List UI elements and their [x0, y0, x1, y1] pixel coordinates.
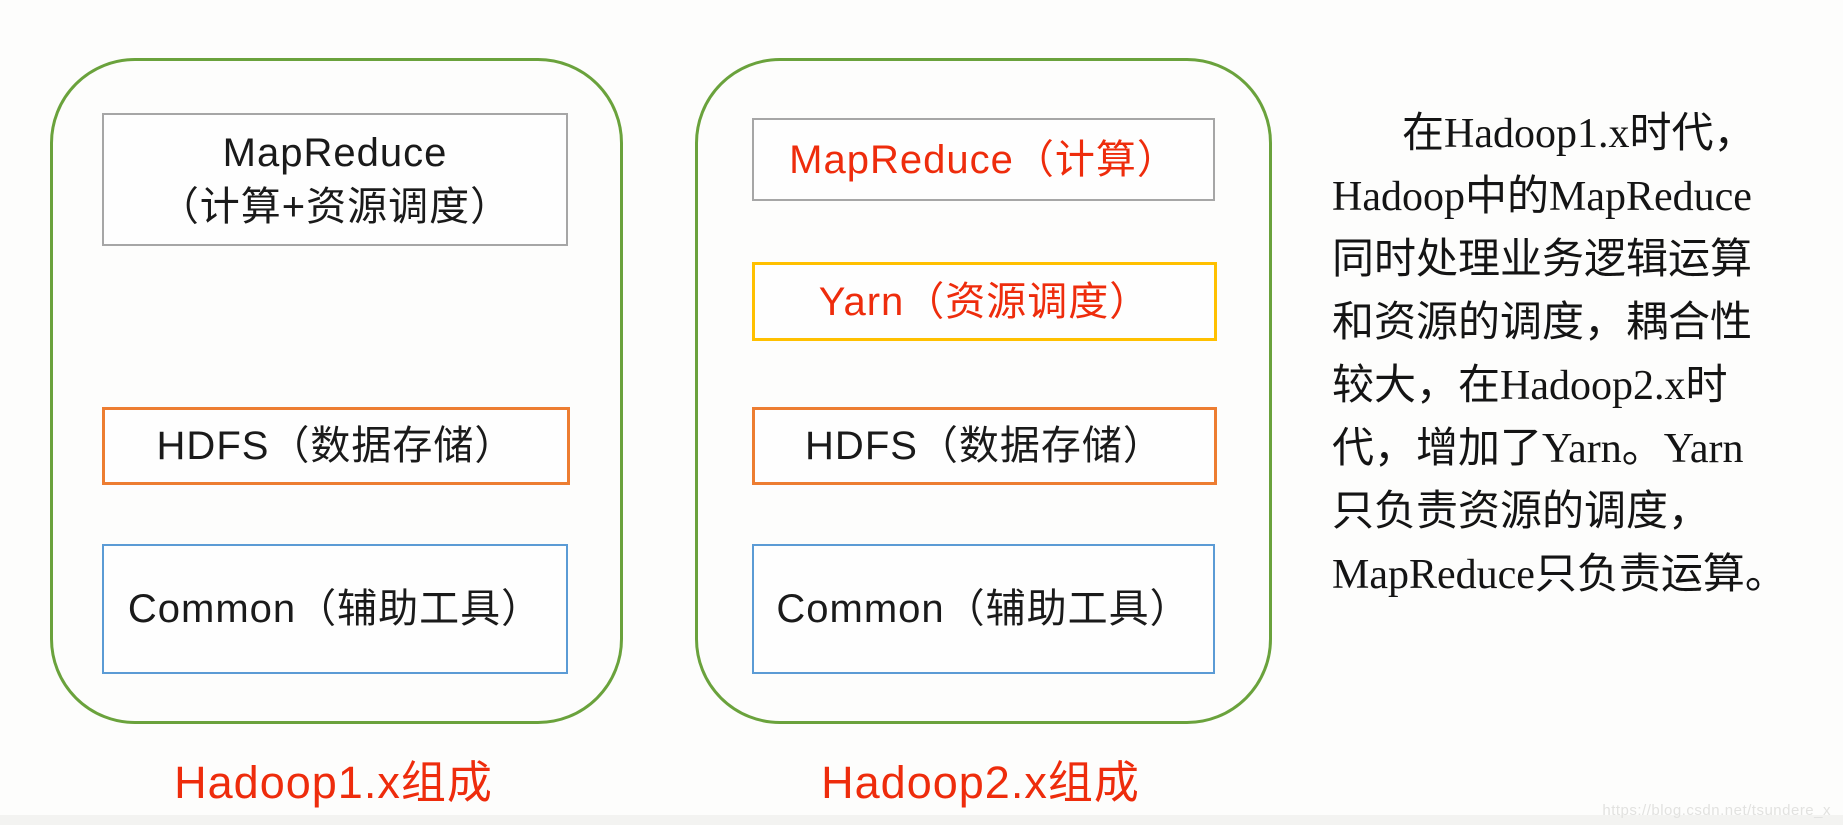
box-hadoop2x-mapreduce: MapReduce（计算） — [752, 118, 1215, 201]
box-hadoop1x-mapreduce: MapReduce （计算+资源调度） — [102, 113, 568, 246]
box-hadoop2x-hdfs-label: HDFS（数据存储） — [805, 424, 1164, 468]
box-hadoop2x-common: Common（辅助工具） — [752, 544, 1215, 674]
hadoop2x-container — [695, 58, 1272, 724]
box-hadoop1x-mapreduce-line2: （计算+资源调度） — [158, 184, 512, 229]
box-hadoop1x-common: Common（辅助工具） — [102, 544, 568, 674]
box-hadoop1x-mapreduce-line1: MapReduce — [222, 130, 448, 175]
box-hadoop2x-yarn-label: Yarn（资源调度） — [818, 279, 1151, 324]
box-hadoop1x-common-label: Common（辅助工具） — [127, 587, 543, 631]
box-hadoop2x-common-label: Common（辅助工具） — [776, 587, 1191, 631]
box-hadoop1x-hdfs-label: HDFS（数据存储） — [156, 424, 516, 468]
note-line: 同时处理业务逻辑运算 — [1332, 237, 1753, 283]
explanation-paragraph: 在Hadoop1.x时代， Hadoop中的MapReduce 同时处理业务逻辑… — [1332, 103, 1818, 607]
note-line: MapReduce只负责运算。 — [1332, 552, 1787, 598]
note-line: Hadoop中的MapReduce — [1332, 174, 1752, 220]
note-line: 代，增加了Yarn。Yarn — [1332, 426, 1744, 472]
note-line: 只负责资源的调度， — [1332, 489, 1711, 535]
hadoop1x-container — [50, 58, 623, 724]
note-line: 较大，在Hadoop2.x时 — [1332, 363, 1728, 409]
note-line: 和资源的调度，耦合性 — [1332, 300, 1753, 346]
box-hadoop2x-mapreduce-label: MapReduce（计算） — [789, 137, 1178, 182]
box-hadoop2x-hdfs: HDFS（数据存储） — [752, 407, 1217, 485]
csdn-watermark: https://blog.csdn.net/tsundere_x — [1602, 802, 1831, 819]
box-hadoop2x-yarn: Yarn（资源调度） — [752, 262, 1217, 341]
bottom-edge-strip — [0, 815, 1843, 825]
caption-hadoop1x: Hadoop1.x组成 — [174, 756, 493, 808]
caption-hadoop2x: Hadoop2.x组成 — [821, 756, 1140, 808]
note-line: 在Hadoop1.x时代， — [1402, 111, 1756, 157]
box-hadoop1x-hdfs: HDFS（数据存储） — [102, 407, 570, 485]
